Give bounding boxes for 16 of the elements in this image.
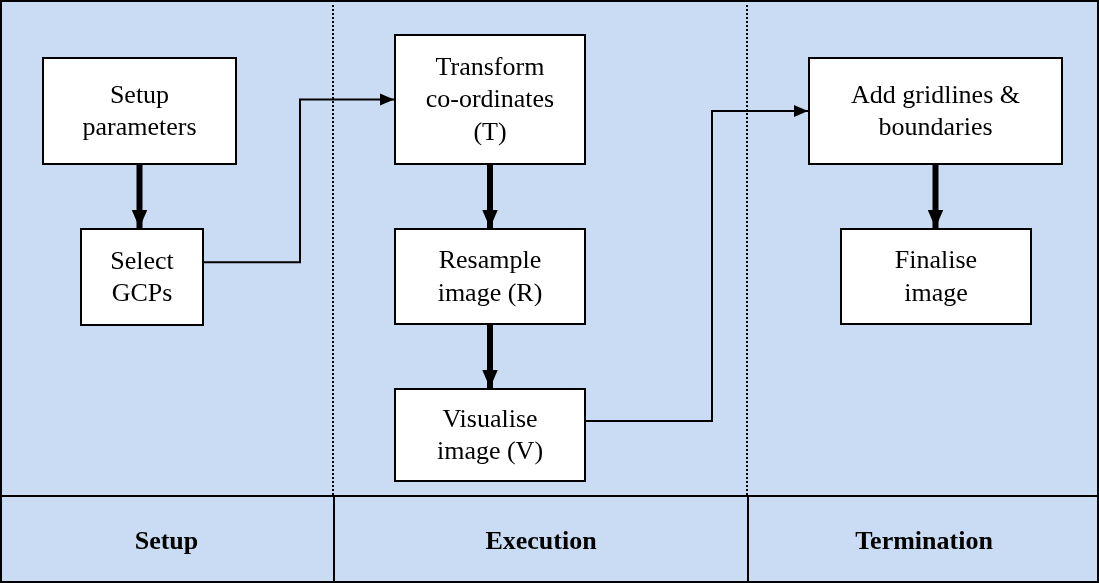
process-box: Visualise image (V) bbox=[394, 388, 586, 482]
arrow bbox=[131, 165, 148, 228]
process-box: Transform co-ordinates (T) bbox=[394, 34, 586, 165]
lane-label-cell: Setup bbox=[0, 495, 333, 583]
arrow bbox=[203, 93, 395, 264]
process-box: Resample image (R) bbox=[394, 228, 586, 325]
process-box: Finalise image bbox=[840, 228, 1032, 325]
arrow bbox=[482, 325, 498, 388]
arrow bbox=[585, 105, 809, 422]
process-box: Setup parameters bbox=[42, 57, 237, 165]
arrow bbox=[927, 165, 944, 228]
lane-label-cell: Termination bbox=[747, 495, 1099, 583]
process-box: Add gridlines & boundaries bbox=[808, 57, 1063, 165]
arrow bbox=[482, 165, 498, 228]
lane-label-cell: Execution bbox=[333, 495, 747, 583]
process-box: Select GCPs bbox=[80, 228, 204, 326]
